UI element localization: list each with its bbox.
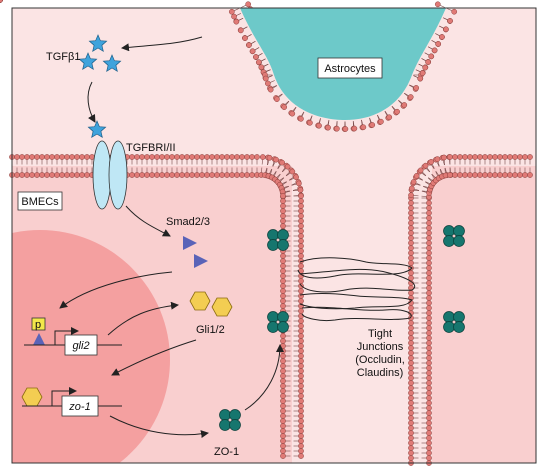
tgfb1-star-1 bbox=[88, 34, 108, 53]
tgfb1-ligands bbox=[78, 34, 122, 139]
smad-activation-arrow bbox=[125, 205, 171, 237]
tight-junctions-label-line4: Claudins) bbox=[357, 367, 403, 379]
tj-cluster-right-top bbox=[443, 225, 465, 247]
tgfb1-label: TGFβ1 bbox=[46, 51, 80, 63]
smad-triangle-2 bbox=[194, 254, 208, 268]
smad-to-nucleus-arrow bbox=[59, 271, 173, 309]
tj-cluster-left-bottom bbox=[267, 311, 289, 333]
gli-hexagon-1 bbox=[189, 291, 211, 311]
smad-bound-triangle bbox=[33, 333, 45, 345]
tgfb1-star-3 bbox=[102, 54, 122, 73]
zo1-protein-label: ZO-1 bbox=[214, 446, 239, 458]
zo1-to-junction-arrow bbox=[244, 344, 284, 411]
tgfb1-bound-star bbox=[87, 120, 107, 139]
zo1-protein-cluster bbox=[219, 409, 241, 431]
gli-to-zo1-arrow bbox=[111, 339, 197, 376]
bmecs-label: BMECs bbox=[21, 196, 59, 208]
gli2-expression-arrow bbox=[107, 301, 179, 336]
tight-junctions-label-line3: (Occludin, bbox=[355, 354, 405, 366]
figure-border bbox=[11, 7, 537, 464]
tight-junction-clusters bbox=[267, 225, 465, 333]
tight-junctions-label-line2: Junctions bbox=[357, 341, 404, 353]
tj-cluster-left-top bbox=[267, 229, 289, 251]
astrocyte-secretion-arrow bbox=[121, 36, 203, 52]
tj-cluster-right-bottom bbox=[443, 311, 465, 333]
receptor-label: TGFBRI/II bbox=[126, 142, 176, 154]
astrocytes-label: Astrocytes bbox=[324, 63, 376, 75]
smad-triangle-1 bbox=[183, 236, 197, 250]
tgfb1-star-2 bbox=[78, 52, 98, 71]
zo1-gene-label: zo-1 bbox=[68, 401, 90, 413]
astrocytes-label-box bbox=[317, 57, 383, 79]
bmecs-label-box bbox=[17, 191, 63, 211]
tight-junctions-label-line1: Tight bbox=[368, 328, 392, 340]
zo1-expression-arrow bbox=[109, 415, 209, 439]
ligand-binding-arrow bbox=[87, 81, 96, 123]
zo1-cluster bbox=[219, 409, 241, 431]
gli-hexagon-2 bbox=[211, 297, 233, 317]
gli2-gene bbox=[24, 317, 122, 356]
zo1-gene bbox=[21, 387, 122, 417]
tgfbri-ii-receptor bbox=[92, 140, 128, 210]
phospho-box bbox=[31, 317, 46, 331]
phospho-label: p bbox=[35, 319, 41, 331]
gli2-gene-label: gli2 bbox=[72, 340, 89, 352]
tight-junction-strands bbox=[297, 257, 416, 321]
smad-label: Smad2/3 bbox=[166, 216, 210, 228]
gli12-label: Gli1/2 bbox=[196, 324, 225, 336]
